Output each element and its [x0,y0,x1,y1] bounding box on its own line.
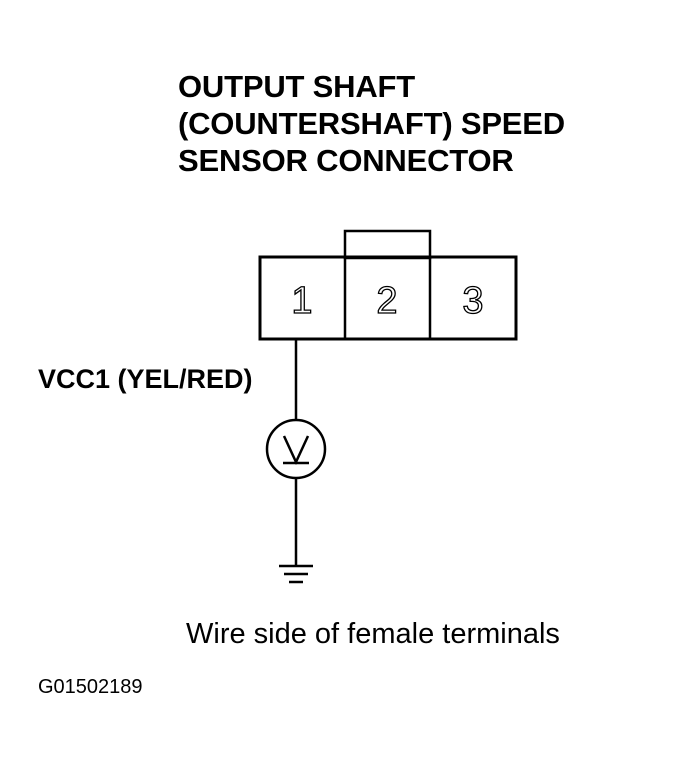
connector-outline [258,255,518,341]
pin-2-number: 2 [376,280,397,322]
pin-1-number: 1 [291,280,312,322]
connector-body: 1 2 3 [258,229,518,341]
voltmeter-icon [265,418,327,480]
view-caption: Wire side of female terminals [186,618,560,650]
connector-locking-tab [343,229,432,260]
wire-color-label: VCC1 (YEL/RED) [38,364,253,394]
diagram-title: OUTPUT SHAFT (COUNTERSHAFT) SPEED SENSOR… [178,68,565,179]
title-line-3: SENSOR CONNECTOR [178,143,514,178]
title-line-1: OUTPUT SHAFT [178,69,415,104]
figure-id: G01502189 [38,676,143,698]
ground-icon [279,564,313,584]
pin-3-number: 3 [462,280,483,322]
title-line-2: (COUNTERSHAFT) SPEED [178,106,565,141]
